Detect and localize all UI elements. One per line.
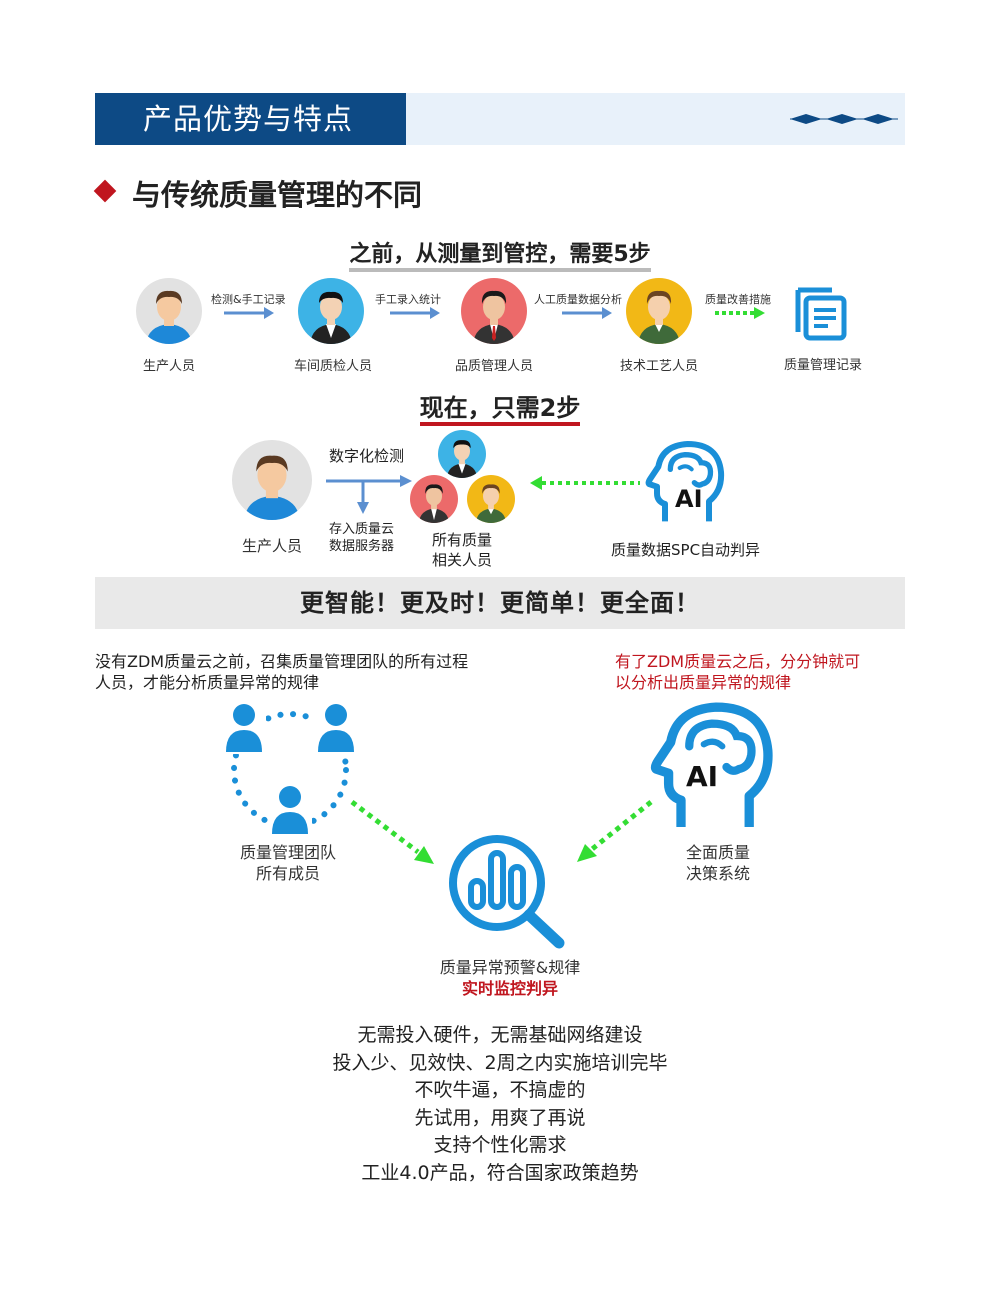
result-label: 质量异常预警&规律 bbox=[439, 958, 581, 977]
team-label: 质量管理团队 所有成员 bbox=[239, 843, 336, 883]
team-group-icon bbox=[222, 704, 358, 836]
digital-detection-label: 数字化检测 bbox=[329, 447, 405, 465]
dotted-arrow-right-icon bbox=[715, 307, 765, 319]
store-label: 存入质量云 数据服务器 bbox=[329, 522, 395, 554]
step-label: 生产人员 bbox=[142, 359, 195, 374]
result-sublabel: 实时监控判异 bbox=[461, 979, 558, 998]
producer-avatar-icon bbox=[232, 440, 312, 520]
benefit-item: 无需投入硬件，无需基础网络建设 bbox=[357, 1024, 643, 1046]
inspector-avatar-icon bbox=[438, 430, 486, 478]
ai-label: AI bbox=[686, 760, 719, 793]
benefits-list: 无需投入硬件，无需基础网络建设 投入少、见效快、2周之内实施培训完毕 不吹牛逼，… bbox=[0, 1022, 1000, 1187]
arrow-label: 质量改善措施 bbox=[705, 293, 771, 306]
arrow-right-icon bbox=[562, 307, 612, 319]
manager-avatar-icon bbox=[410, 475, 458, 523]
arrow-right-icon bbox=[224, 307, 274, 319]
step-label: 品质管理人员 bbox=[454, 359, 533, 374]
group-label: 所有质量 相关人员 bbox=[432, 531, 493, 569]
step-label: 技术工艺人员 bbox=[619, 359, 698, 374]
dotted-arrow-down-left-icon bbox=[577, 800, 653, 862]
before-heading: 之前，从测量到管控，需要5步 bbox=[0, 236, 1000, 272]
inspector-avatar-icon bbox=[298, 278, 364, 344]
now-heading: 现在，只需2步 bbox=[0, 388, 1000, 426]
dotted-arrow-left-icon bbox=[530, 476, 640, 490]
ai-label: AI bbox=[675, 485, 703, 513]
benefit-item: 不吹牛逼，不搞虚的 bbox=[414, 1079, 586, 1101]
document-record-icon bbox=[795, 287, 847, 341]
benefit-item: 工业4.0产品，符合国家政策趋势 bbox=[361, 1161, 639, 1184]
benefit-item: 先试用，用爽了再说 bbox=[414, 1106, 586, 1129]
benefit-item: 支持个性化需求 bbox=[433, 1134, 567, 1156]
ai-head-icon bbox=[650, 702, 773, 827]
step-label: 质量管理记录 bbox=[783, 358, 862, 373]
technician-avatar-icon bbox=[626, 278, 692, 344]
analytics-magnifier-icon bbox=[449, 835, 565, 949]
arrow-label: 手工录入统计 bbox=[375, 293, 441, 306]
technician-avatar-icon bbox=[467, 475, 515, 523]
step-label: 车间质检人员 bbox=[293, 359, 372, 374]
split-arrow-icon bbox=[326, 475, 412, 514]
benefit-item: 投入少、见效快、2周之内实施培训完毕 bbox=[332, 1051, 668, 1074]
slogan-bar: 更智能！更及时！更简单！更全面！ bbox=[95, 577, 905, 629]
left-description: 没有ZDM质量云之前，召集质量管理团队的所有过程 人员，才能分析质量异常的规律 bbox=[95, 652, 469, 692]
arrow-label: 人工质量数据分析 bbox=[534, 293, 622, 306]
producer-label: 生产人员 bbox=[241, 537, 302, 555]
manager-avatar-icon bbox=[461, 278, 527, 344]
ai-caption: 质量数据SPC自动判异 bbox=[611, 541, 761, 559]
system-label: 全面质量 决策系统 bbox=[685, 843, 750, 883]
bullet-diamond-icon bbox=[93, 179, 117, 203]
diamond-decoration-icon bbox=[790, 114, 898, 124]
arrow-label: 检测&手工记录 bbox=[211, 293, 286, 306]
producer-avatar-icon bbox=[136, 278, 202, 344]
dotted-arrow-down-right-icon bbox=[350, 800, 434, 864]
page-title: 产品优势与特点 bbox=[95, 93, 406, 145]
section-title: 与传统质量管理的不同 bbox=[132, 178, 423, 212]
right-description: 有了ZDM质量云之后，分分钟就可 以分析出质量异常的规律 bbox=[615, 652, 861, 692]
ai-head-icon bbox=[645, 441, 725, 522]
arrow-right-icon bbox=[390, 307, 440, 319]
